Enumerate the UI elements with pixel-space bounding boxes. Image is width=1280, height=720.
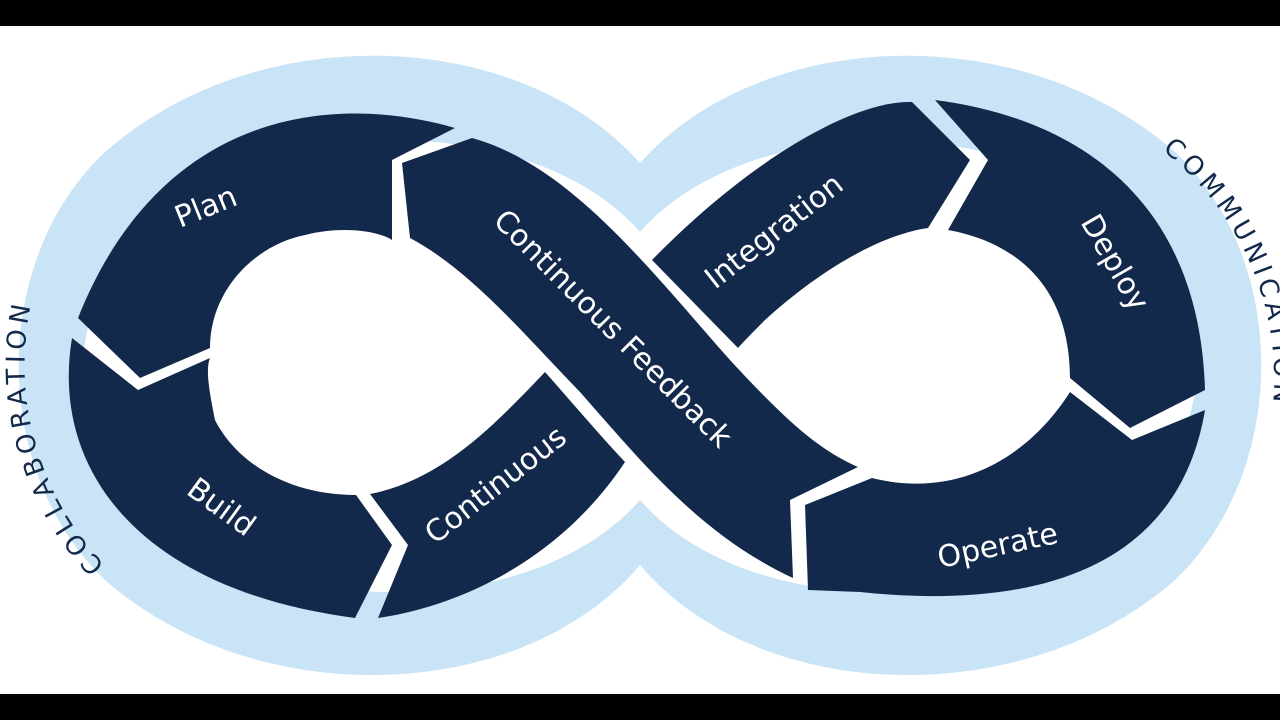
infinity-loop-graphic: Plan Build Continuous Continuous Feedbac… <box>1 55 1280 676</box>
devops-infinity-diagram: Plan Build Continuous Continuous Feedbac… <box>0 26 1280 694</box>
segment-continuous <box>370 372 625 618</box>
segment-integration <box>652 101 970 348</box>
segment-continuous-feedback <box>402 138 858 578</box>
segment-deploy <box>935 100 1205 428</box>
segment-operate <box>805 392 1205 597</box>
segment-plan <box>78 113 455 378</box>
outer-band <box>18 55 1262 676</box>
segment-build <box>68 338 392 618</box>
